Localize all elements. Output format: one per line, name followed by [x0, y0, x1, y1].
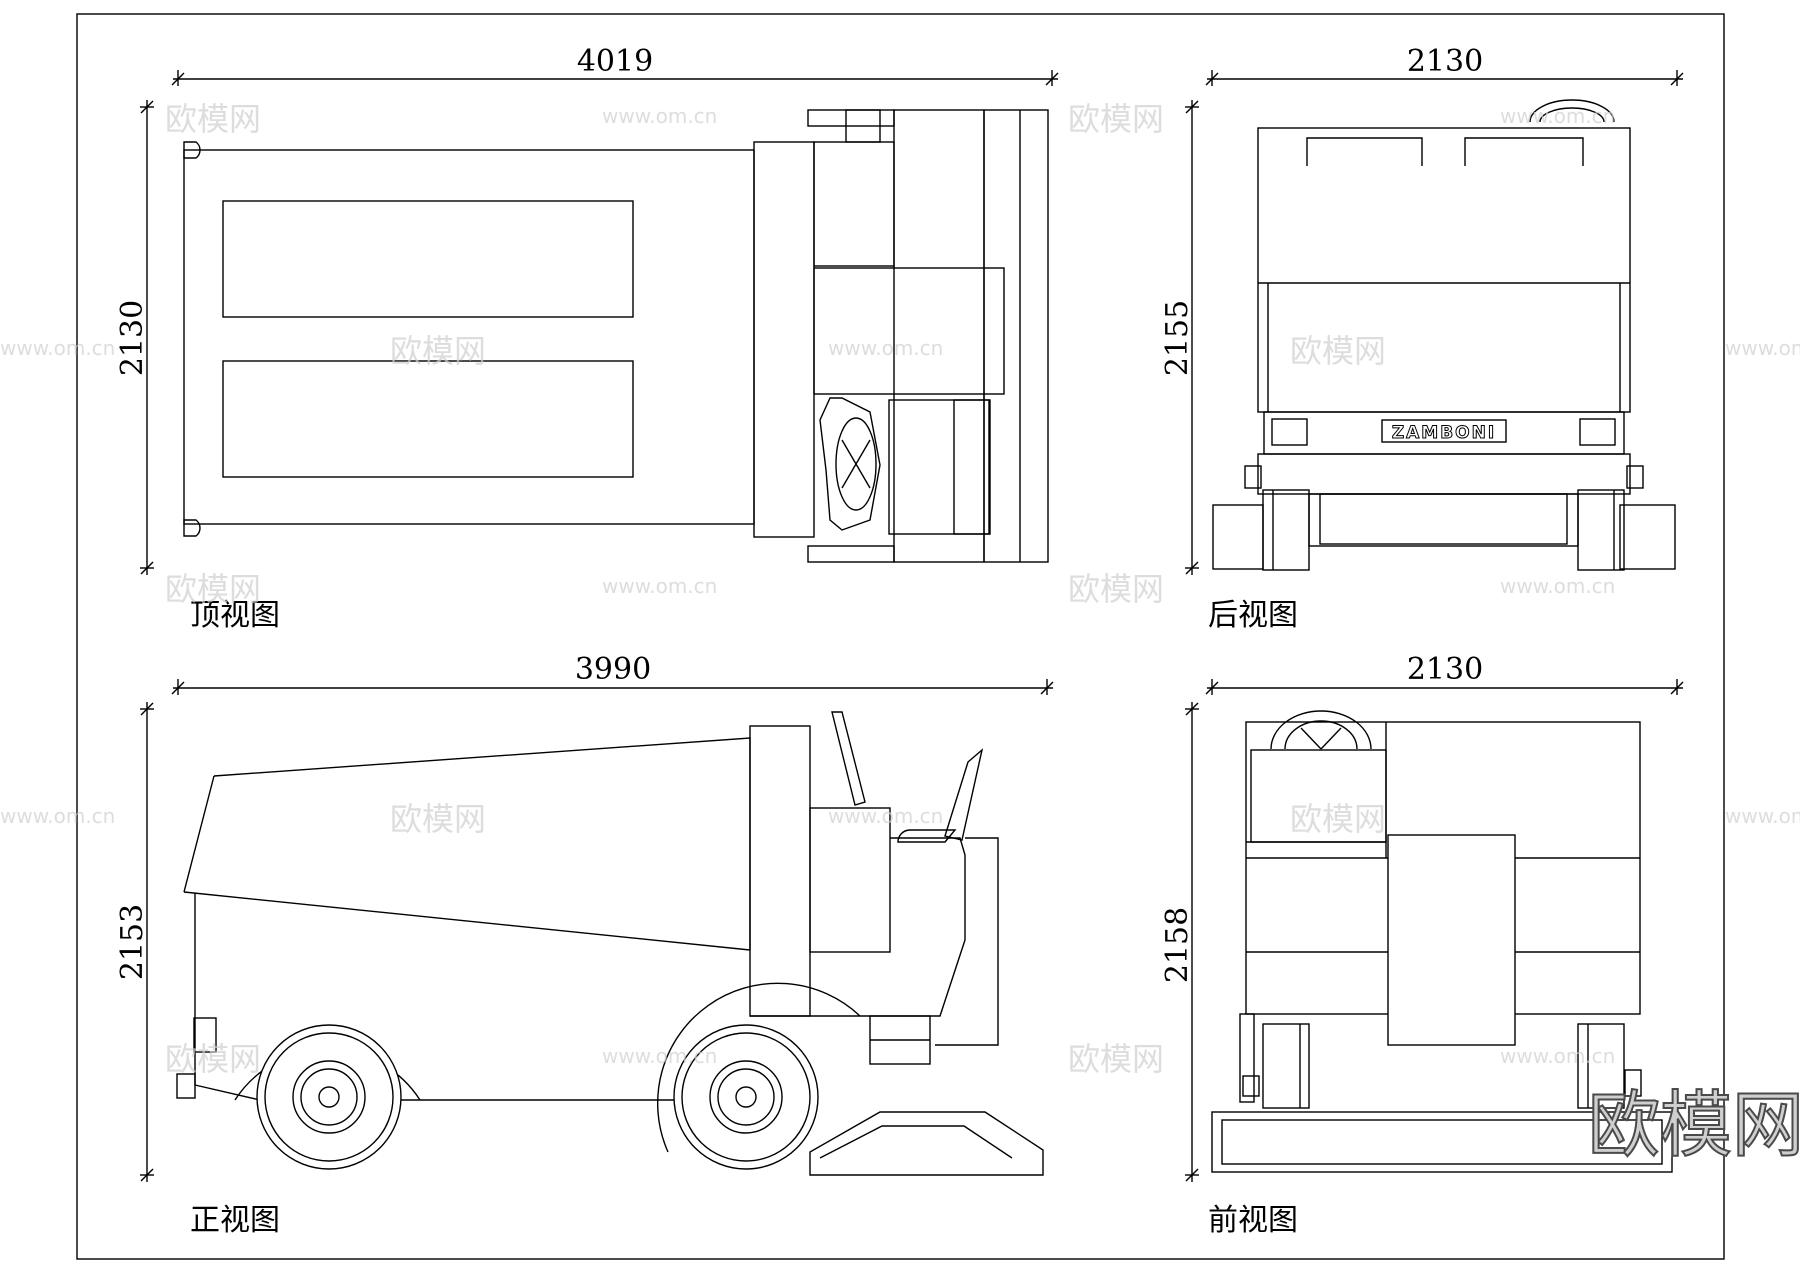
rear-width-text: 2130: [1407, 44, 1483, 79]
watermark-url: www.om.cn: [1500, 1044, 1615, 1068]
top-height-text: 2130: [115, 300, 150, 376]
watermark-logo: 欧模网: [1068, 570, 1164, 608]
seat-back: [944, 748, 984, 841]
watermark-url: www.om.cn: [602, 1044, 717, 1068]
side-view-label: 正视图: [190, 1203, 280, 1238]
front-hood-panel: [1387, 834, 1516, 1046]
watermark-url: www.om.cn: [828, 336, 943, 360]
side-height-dimension: 2153: [115, 702, 154, 1182]
snow-tank-panel-lower: [222, 360, 634, 478]
side-width-dimension: 3990: [171, 652, 1054, 695]
front-height-dimension: 2158: [1160, 702, 1199, 1182]
watermark-url: www.om.cn: [602, 104, 717, 128]
steering-column: [831, 711, 866, 806]
front-view-label: 前视图: [1208, 1203, 1298, 1238]
watermark-logo: 欧模网: [1068, 1040, 1164, 1078]
side-height-text: 2153: [115, 904, 150, 980]
watermark-url: www.om.cn: [1725, 804, 1800, 828]
watermark-logo: 欧模网: [390, 800, 486, 838]
watermark-logo: 欧模网: [165, 1040, 261, 1078]
front-wheel: [673, 1024, 819, 1170]
top-width-text: 4019: [577, 44, 653, 79]
watermark-url: www.om.cn: [1500, 574, 1615, 598]
watermark-logo: 欧模网: [165, 570, 261, 608]
side-width-text: 3990: [575, 652, 651, 687]
brand-plate-text: ZAMBONI: [1392, 423, 1496, 443]
watermark-url: www.om.cn: [0, 336, 115, 360]
rear-height-dimension: 2155: [1160, 100, 1199, 575]
rear-view-label: 后视图: [1208, 598, 1298, 633]
watermark-logo: 欧模网: [1290, 332, 1386, 370]
sheet-border: [76, 13, 1725, 1260]
front-wheel-left: [1262, 1023, 1310, 1109]
top-height-dimension: 2130: [115, 100, 154, 575]
watermarks: 欧模网 欧模网 欧模网 欧模网 欧模网 欧模网 欧模网 欧模网 欧模网 欧模网 …: [0, 100, 1800, 1168]
watermark-logo: 欧模网: [165, 100, 261, 138]
watermark-url: www.om.cn: [0, 804, 115, 828]
top-view-vehicle: [183, 109, 1049, 563]
front-view-vehicle: [1211, 710, 1673, 1173]
brand-plate: [1381, 419, 1507, 443]
steering-wheel-front: [1270, 710, 1372, 750]
watermark-url: www.om.cn: [602, 574, 717, 598]
steering-wheel-top: [835, 417, 877, 511]
side-view-vehicle: [176, 711, 1044, 1176]
watermark-logo: 欧模网: [1068, 100, 1164, 138]
rear-wheel: [256, 1024, 402, 1170]
rear-view: 2130 2155 ZAMBONI: [1160, 44, 1684, 633]
rear-view-vehicle: ZAMBONI: [1212, 99, 1676, 571]
rear-wheel-right: [1577, 489, 1625, 571]
watermark-logo: 欧模网: [1290, 800, 1386, 838]
watermark-url: www.om.cn: [828, 804, 943, 828]
front-view: 2130 2158: [1160, 652, 1684, 1238]
conditioner: [809, 1111, 1044, 1176]
rear-width-dimension: 2130: [1205, 44, 1684, 86]
front-wheel-right: [1577, 1023, 1625, 1109]
watermark-url: www.om.cn: [1500, 104, 1615, 128]
rear-wheel-left: [1262, 489, 1310, 571]
top-view: 4019 2130: [115, 44, 1059, 633]
watermark-url: www.om.cn: [1725, 336, 1800, 360]
watermark-logo: 欧模网: [390, 332, 486, 370]
snow-tank-panel-upper: [222, 200, 634, 318]
top-width-dimension: 4019: [171, 44, 1059, 86]
side-view: 3990 2153: [115, 652, 1054, 1238]
front-width-text: 2130: [1407, 652, 1483, 687]
rear-height-text: 2155: [1160, 300, 1195, 376]
front-width-dimension: 2130: [1205, 652, 1684, 695]
top-view-label: 顶视图: [190, 598, 280, 633]
front-height-text: 2158: [1160, 907, 1195, 983]
watermark-logo-large: 欧模网: [1588, 1083, 1800, 1167]
